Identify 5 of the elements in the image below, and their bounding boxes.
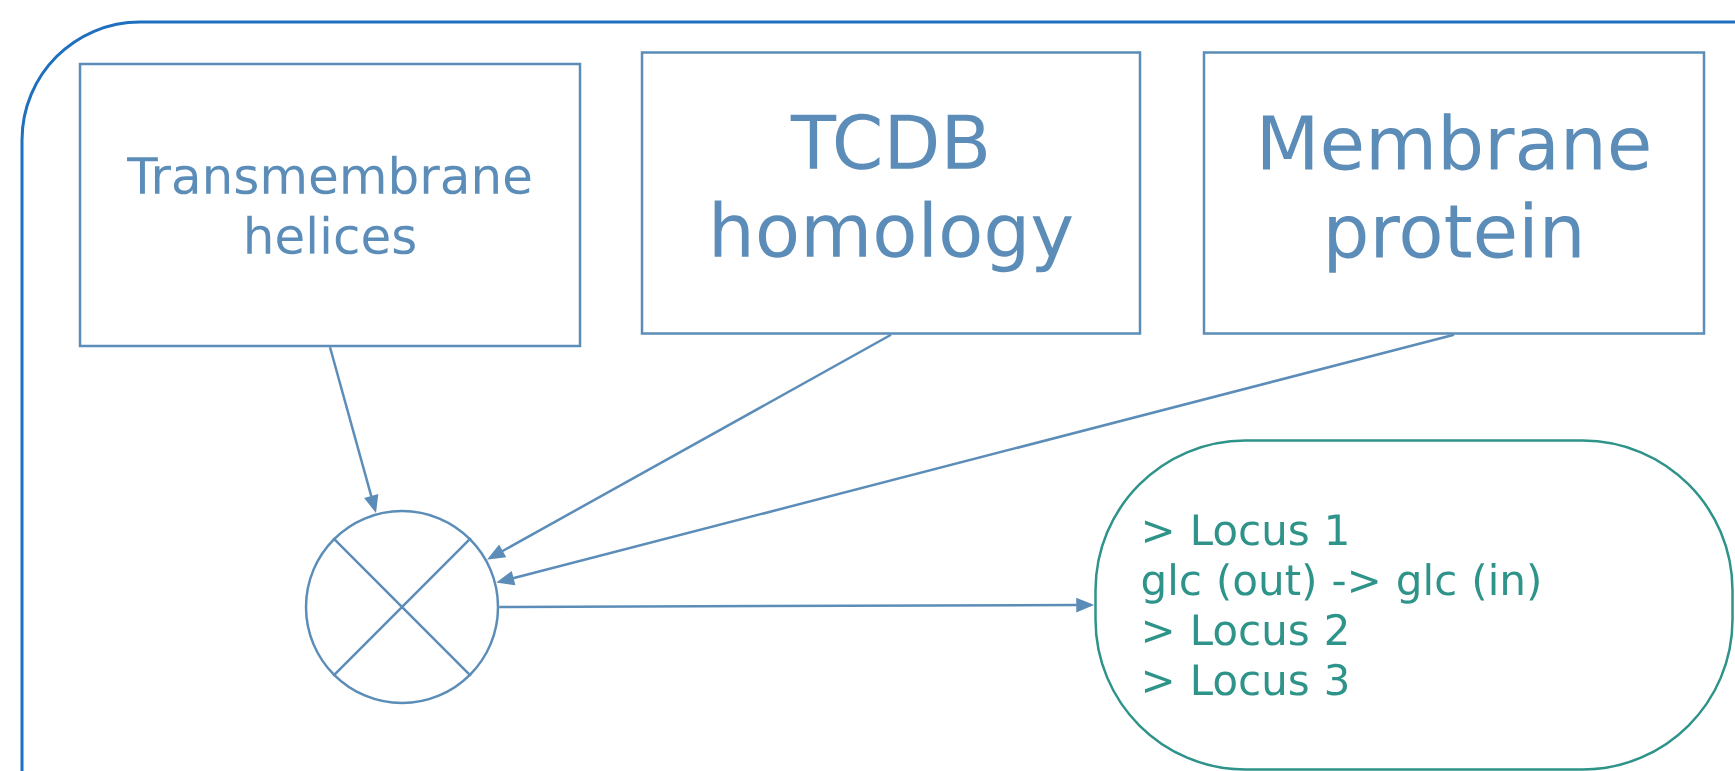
result-box: > Locus 1 glc (out) -> glc (in) > Locus 2 > Locus 3 [1094, 439, 1734, 771]
merge-circle [304, 509, 500, 705]
input-box: Membrane protein [1202, 51, 1706, 335]
input-box: Transmembrane helices [78, 62, 582, 348]
input-box: TCDB homology [640, 51, 1142, 335]
